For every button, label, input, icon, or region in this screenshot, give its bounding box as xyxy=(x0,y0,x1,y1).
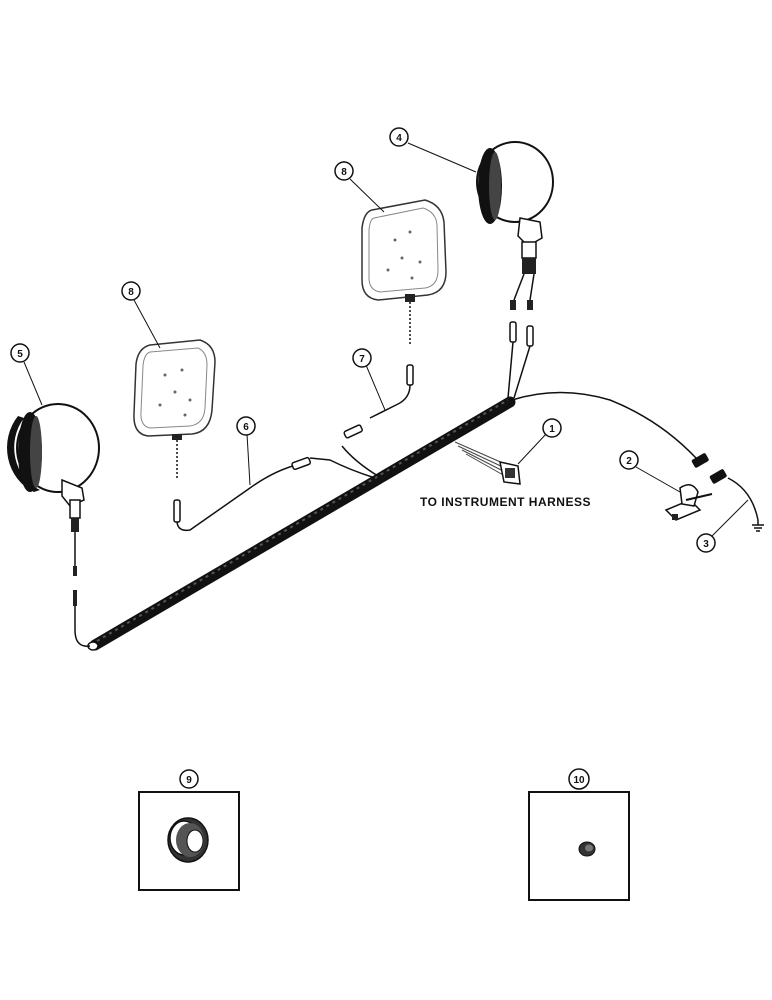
callout-8-left: 8 xyxy=(121,281,161,349)
callout-label-1: 1 xyxy=(549,424,555,435)
left-flood-lamp xyxy=(133,339,301,532)
center-flood-lamp xyxy=(343,199,447,439)
callout-5: 5 xyxy=(10,343,43,406)
callout-4: 4 xyxy=(389,127,477,173)
callout-label-5: 5 xyxy=(17,349,23,360)
callout-label-7: 7 xyxy=(359,354,365,365)
right-work-lamp xyxy=(476,141,554,399)
main-harness xyxy=(87,396,516,651)
branch-wires xyxy=(291,391,764,532)
callout-label-8b: 8 xyxy=(341,167,347,178)
callout-2: 2 xyxy=(619,450,681,493)
callout-label-4: 4 xyxy=(396,133,402,144)
callout-3: 3 xyxy=(696,499,749,553)
callout-1: 1 xyxy=(517,418,562,465)
callout-6: 6 xyxy=(236,416,256,486)
callout-7: 7 xyxy=(352,348,386,411)
callout-label-9: 9 xyxy=(186,775,192,786)
callout-label-10: 10 xyxy=(573,775,585,786)
inset-plug: 10 xyxy=(528,768,630,901)
callout-label-3: 3 xyxy=(703,539,709,550)
inset-grommet: 9 xyxy=(138,769,240,891)
instrument-harness-label: TO INSTRUMENT HARNESS xyxy=(420,495,591,509)
switch-assembly xyxy=(664,484,713,521)
callout-label-2: 2 xyxy=(626,456,632,467)
callout-8-center: 8 xyxy=(334,161,385,213)
left-work-lamp xyxy=(7,403,100,647)
callout-label-8a: 8 xyxy=(128,287,134,298)
callout-label-6: 6 xyxy=(243,422,249,433)
